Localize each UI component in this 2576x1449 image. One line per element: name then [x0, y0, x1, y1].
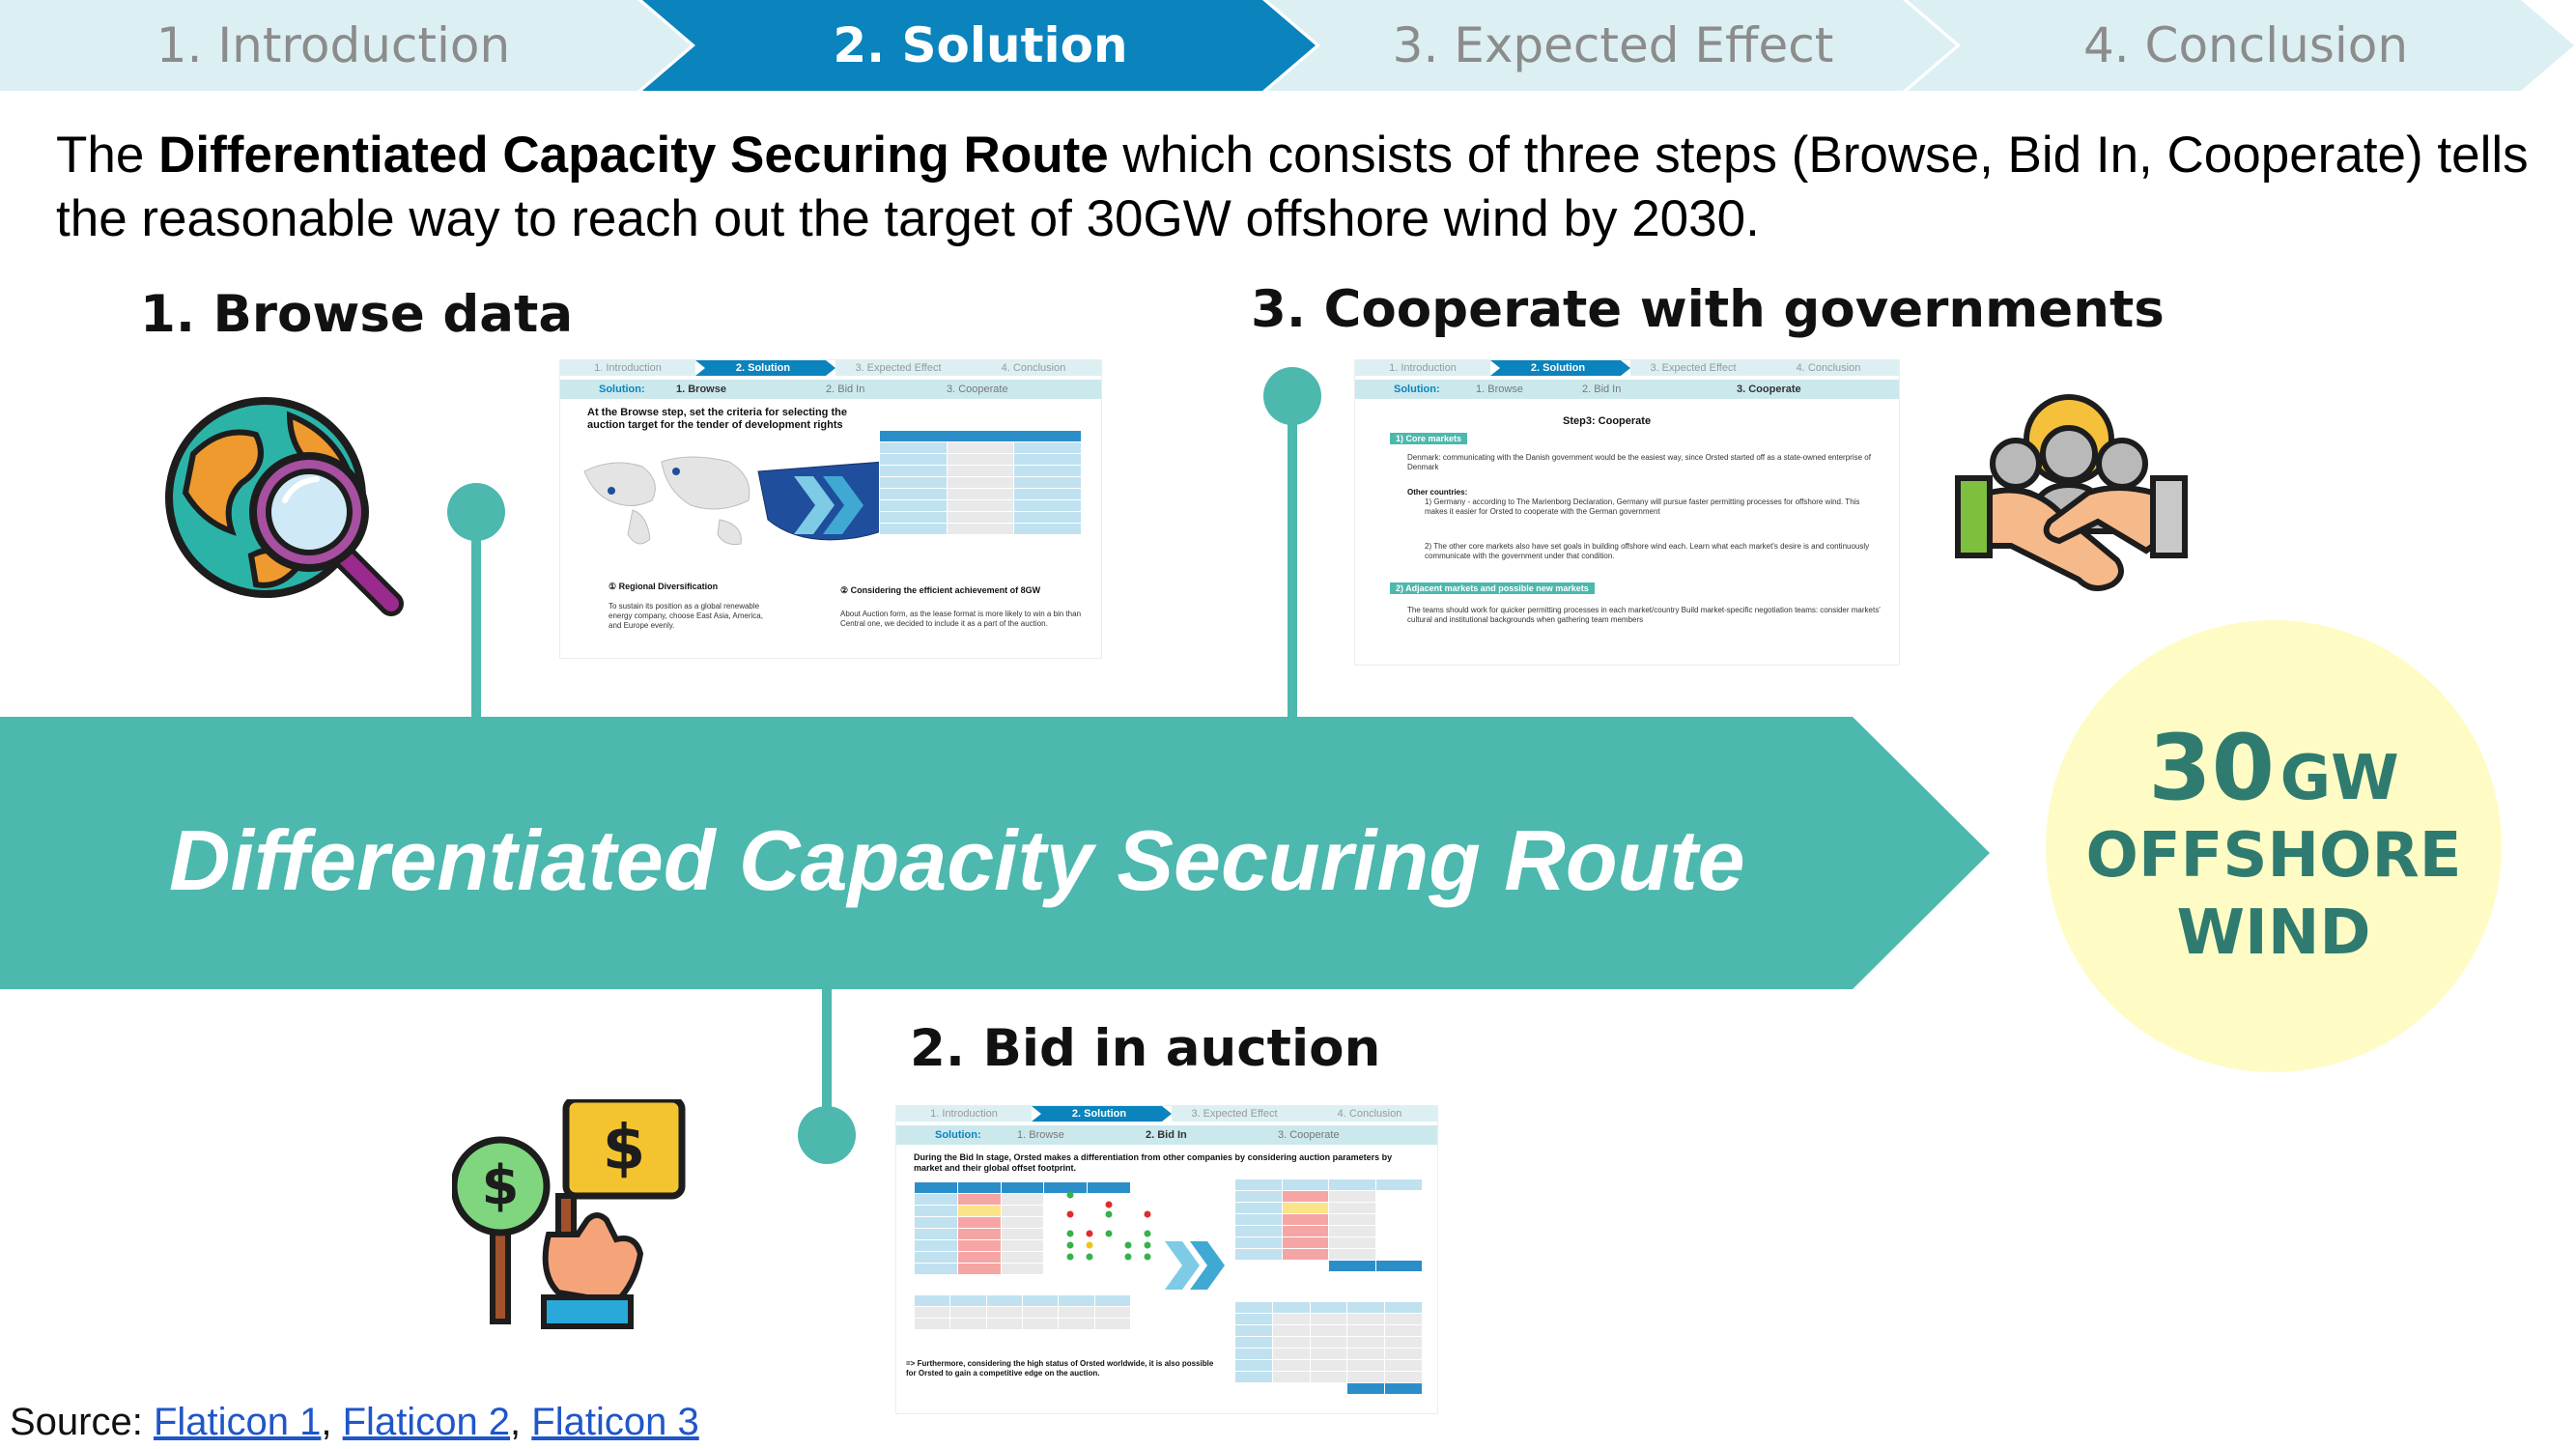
cooperate-thumb-badge2: 2) Adjacent markets and possible new mar…	[1390, 582, 1595, 594]
bid-thumb-tab-1: 1. Introduction	[930, 1108, 998, 1120]
step-title-cooperate: 3. Cooperate with governments	[1251, 280, 2165, 339]
tab-introduction[interactable]: 1. Introduction	[156, 17, 511, 73]
browse-thumb-sub-label: Solution:	[599, 384, 645, 395]
cooperate-thumb-nav-bg	[1355, 360, 1899, 376]
bid-dot	[798, 1106, 856, 1164]
nav-chevrons	[0, 0, 2574, 91]
tab-solution[interactable]: 2. Solution	[833, 17, 1128, 73]
cooperate-thumb-denmark: Denmark: communicating with the Danish g…	[1407, 453, 1871, 471]
browse-thumb-heading: At the Browse step, set the criteria for…	[587, 407, 847, 431]
cooperate-thumb-tab-4: 4. Conclusion	[1796, 362, 1861, 374]
cooperate-thumb-heading: Step3: Cooperate	[1563, 415, 1652, 427]
cooperate-connector	[1288, 396, 1297, 720]
intro-suffix: which consists of three steps (Browse, B…	[56, 127, 2529, 247]
bid-thumb-sub-3: 3. Cooperate	[1278, 1129, 1340, 1141]
bid-thumb-tab-3: 3. Expected Effect	[1191, 1108, 1278, 1120]
source-label: Source:	[10, 1401, 154, 1443]
flaticon-link-2[interactable]: Flaticon 2	[342, 1401, 511, 1443]
cooperate-thumb-tab-1: 1. Introduction	[1389, 362, 1457, 374]
bid-thumb-table-left	[914, 1181, 1131, 1275]
browse-thumb-tab-4: 4. Conclusion	[1001, 362, 1066, 374]
cooperate-thumb-others-1: 1) Germany - according to The Marienborg…	[1425, 497, 1860, 516]
step-title-browse: 1. Browse data	[140, 285, 574, 344]
browse-thumb-tab-1: 1. Introduction	[594, 362, 662, 374]
bid-thumb-heading: During the Bid In stage, Orsted makes a …	[914, 1152, 1393, 1173]
cooperate-thumb-badge1: 1) Core markets	[1390, 433, 1468, 444]
bid-thumb-table-bottom	[913, 1294, 1132, 1330]
cooperate-thumb-subnav: Solution: 1. Browse 2. Bid In 3. Coopera…	[1355, 380, 1899, 399]
target-unit: GW	[2279, 743, 2399, 814]
intro-prefix: The	[56, 127, 159, 184]
bid-thumb-dots	[1066, 1191, 1151, 1261]
browse-thumb-point1-body: To sustain its position as a global rene…	[609, 602, 763, 630]
browse-thumb-point1-title: ① Regional Diversification	[609, 582, 719, 591]
browse-thumb-point2-body: About Auction form, as the lease format …	[840, 610, 1082, 628]
svg-text:$: $	[603, 1113, 646, 1184]
route-label: Differentiated Capacity Securing Route	[169, 812, 1745, 908]
globe-magnifier-icon	[165, 397, 404, 616]
target-circle: 30 GW OFFSHORE WIND	[2046, 620, 2502, 1072]
bid-thumb-footer: => Furthermore, considering the high sta…	[906, 1359, 1214, 1378]
browse-thumb-tab-3: 3. Expected Effect	[855, 362, 942, 374]
browse-connector	[471, 512, 481, 720]
browse-thumb-sub-1: 1. Browse	[676, 384, 726, 395]
browse-thumb-sub-2: 2. Bid In	[826, 384, 865, 395]
tab-expected-effect[interactable]: 3. Expected Effect	[1392, 17, 1834, 73]
browse-thumb-point2-title: ② Considering the efficient achievement …	[840, 585, 1041, 595]
cooperate-thumb-others-2: 2) The other core markets also have set …	[1425, 542, 1870, 560]
route-arrow	[0, 717, 1990, 989]
cooperate-thumb-adjacent: The teams should work for quicker permit…	[1407, 606, 1881, 624]
browse-slide-thumbnail: 1. Introduction 2. Solution 3. Expected …	[560, 360, 1101, 658]
svg-text:$: $	[482, 1154, 520, 1217]
bid-thumb-tab-2: 2. Solution	[1071, 1108, 1127, 1120]
cooperate-thumb-tab-2: 2. Solution	[1530, 362, 1586, 374]
intro-bold: Differentiated Capacity Securing Route	[158, 127, 1109, 184]
double-chevron-icon	[794, 476, 863, 534]
cooperate-thumb-others-title: Other countries:	[1407, 488, 1468, 497]
handshake-people-icon	[1955, 394, 2188, 591]
step-navigation: 1. Introduction 2. Solution 3. Expected …	[0, 0, 2576, 91]
bid-thumb-sub-label: Solution:	[935, 1129, 981, 1141]
bid-connector	[822, 985, 832, 1135]
bid-thumb-table-result	[1234, 1301, 1423, 1395]
browse-thumb-subnav: Solution: 1. Browse 2. Bid In 3. Coopera…	[560, 380, 1101, 399]
target-line1: OFFSHORE	[2085, 820, 2462, 892]
cooperate-thumb-sub-label: Solution:	[1394, 384, 1440, 395]
cooperate-thumb-sub-1: 1. Browse	[1476, 384, 1523, 395]
flaticon-link-3[interactable]: Flaticon 3	[531, 1401, 699, 1443]
auction-paddle-icon: $ $	[452, 1099, 686, 1329]
cooperate-slide-thumbnail: 1. Introduction 2. Solution 3. Expected …	[1355, 360, 1899, 665]
cooperate-dot	[1263, 367, 1321, 425]
browse-thumb-nav-bg	[560, 360, 1101, 376]
world-map-icon	[575, 442, 763, 558]
flaticon-link-1[interactable]: Flaticon 1	[153, 1401, 322, 1443]
bid-slide-thumbnail: 1. Introduction 2. Solution 3. Expected …	[896, 1106, 1437, 1413]
cooperate-thumb-sub-3: 3. Cooperate	[1737, 384, 1801, 395]
bid-thumb-chevron-icon	[1165, 1241, 1225, 1290]
target-line2: WIND	[2176, 897, 2371, 969]
bid-thumb-table-right	[1234, 1179, 1423, 1272]
intro-paragraph: The Differentiated Capacity Securing Rou…	[56, 124, 2558, 251]
browse-thumb-table	[879, 430, 1082, 535]
cooperate-thumb-sub-2: 2. Bid In	[1582, 384, 1622, 395]
bid-thumb-tab-4: 4. Conclusion	[1337, 1108, 1402, 1120]
bid-thumb-subnav: Solution: 1. Browse 2. Bid In 3. Coopera…	[896, 1125, 1437, 1145]
bid-thumb-sub-1: 1. Browse	[1017, 1129, 1064, 1141]
bid-thumb-sub-2: 2. Bid In	[1146, 1129, 1187, 1141]
step-title-bid: 2. Bid in auction	[910, 1019, 1381, 1078]
cooperate-thumb-tab-3: 3. Expected Effect	[1650, 362, 1737, 374]
browse-dot	[447, 483, 505, 541]
browse-thumb-sub-3: 3. Cooperate	[947, 384, 1008, 395]
source-citation: Source: Flaticon 1, Flaticon 2, Flaticon…	[10, 1401, 699, 1443]
tab-conclusion[interactable]: 4. Conclusion	[2082, 17, 2409, 73]
target-value: 30	[2148, 716, 2276, 821]
bid-thumb-nav-bg	[896, 1106, 1437, 1122]
browse-thumb-tab-2: 2. Solution	[735, 362, 791, 374]
